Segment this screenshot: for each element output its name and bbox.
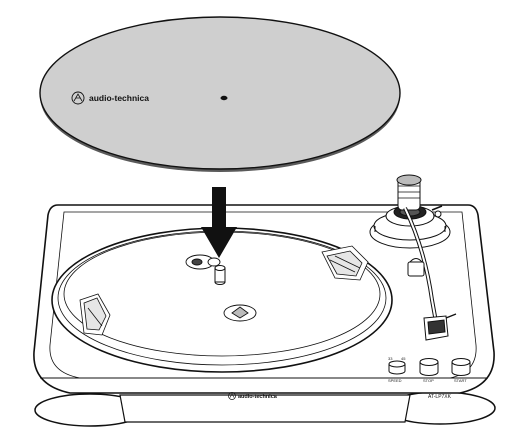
mat-spindle-hole [220,95,228,101]
speed-33-label: 33 [388,356,393,361]
plinth-brand-text: audio-technica [238,394,278,400]
felt-mat [39,16,401,172]
cartridge-headshell [423,313,457,341]
arrow-down-icon [201,187,237,258]
mat-brand-text: audio-technica [89,93,149,103]
speed-label: SPEED [388,378,402,383]
stop-label: STOP [423,378,434,383]
tonearm-base [369,174,451,249]
tonearm [403,207,438,323]
speed-45-label: 45 [401,356,406,361]
stop-button[interactable] [419,358,439,376]
plinth-logo-icon [228,392,236,400]
plinth-base-skirt [119,394,411,423]
platter-rib-right [321,245,369,281]
spindle [214,265,226,285]
platter-rib-top [185,254,221,270]
start-label: START [454,378,467,383]
platter-rib-left [79,293,111,336]
arm-rest [407,258,425,277]
speed-knob[interactable] [388,360,406,375]
start-button[interactable] [451,358,471,376]
model-number: AT-LP7XK [428,394,452,400]
platter-rib-bottom [223,304,257,322]
mat-logo-icon [71,91,85,105]
